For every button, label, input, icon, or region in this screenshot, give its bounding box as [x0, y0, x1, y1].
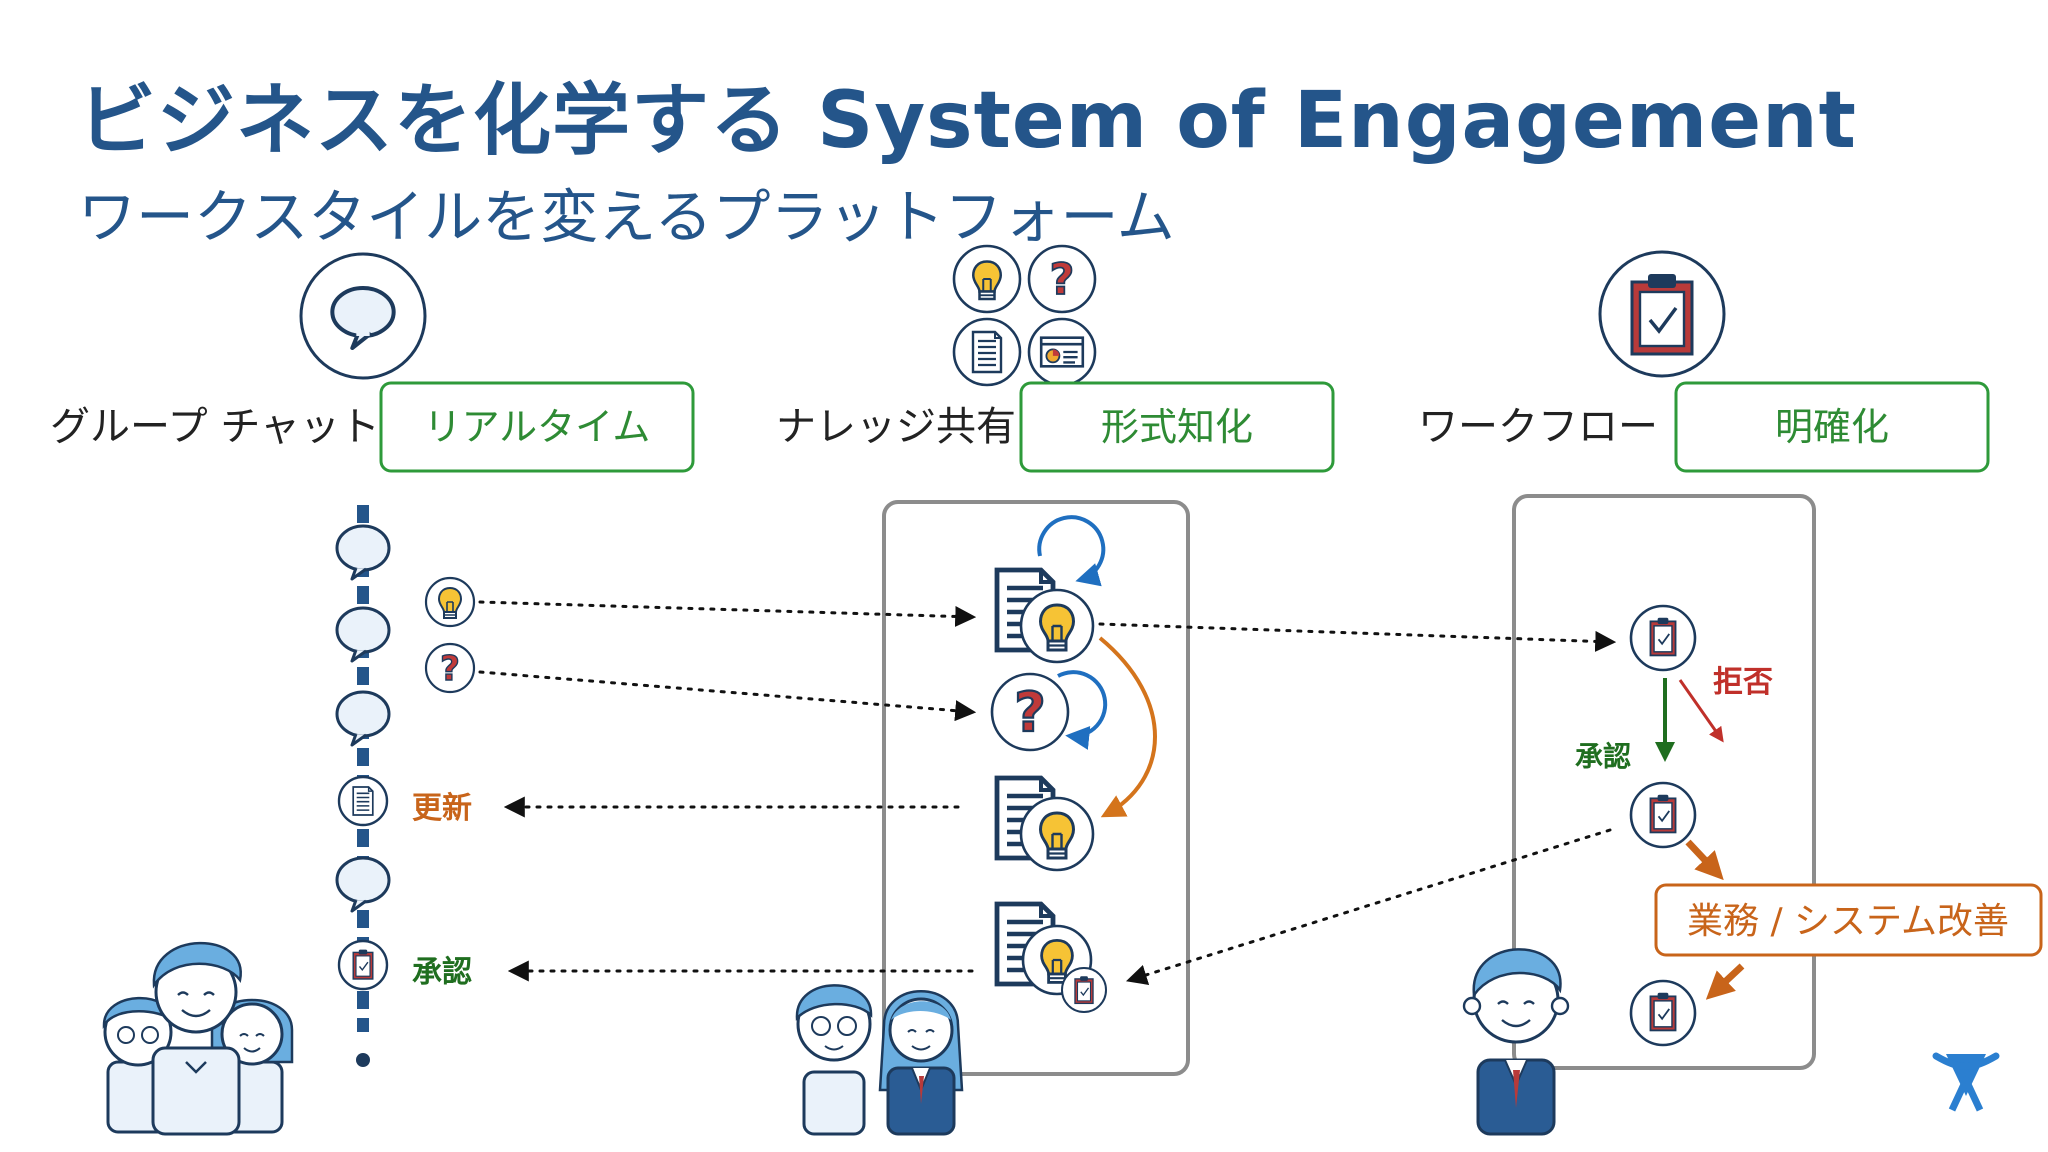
- knowledge-icons: [952, 244, 1097, 387]
- timeline-document-icon: [337, 775, 389, 827]
- timeline-chat-bubble: [335, 690, 391, 747]
- presentation-icon: [1027, 317, 1097, 387]
- knowledge-people-illustration: [795, 984, 964, 1136]
- approve-flow-label: 承認: [1575, 740, 1631, 773]
- badge-clarify: 明確化: [1775, 405, 1889, 449]
- knowledge-question: [990, 672, 1070, 752]
- badge-formalize-box: [1019, 381, 1335, 473]
- knowledge-doc-idea: [997, 570, 1095, 664]
- group-people-illustration: [102, 941, 294, 1136]
- column-label-chat: グループ チャット: [50, 404, 380, 450]
- page-title: ビジネスを化学する System of Engagement: [78, 76, 1857, 166]
- badge-realtime-box: [379, 381, 695, 473]
- knowledge-doc-answer: [997, 778, 1095, 872]
- workflow-clipboard-1: [1629, 604, 1697, 672]
- knowledge-doc-approved: [997, 904, 1107, 1013]
- timeline-clipboard-icon: [337, 939, 389, 991]
- formalize-arrow: [1098, 636, 1157, 818]
- improve-arrow-back: [1705, 963, 1745, 1000]
- badge-formalize: 形式知化: [1101, 405, 1253, 449]
- answer-cycle-arrow: [1057, 670, 1108, 750]
- document-icon: [952, 317, 1022, 387]
- timeline-chat-bubble: [335, 856, 391, 913]
- reject-arrow: [1678, 679, 1724, 743]
- chat-question-icon: [424, 642, 476, 694]
- chat-lightbulb-icon: [424, 576, 476, 628]
- chat-timeline: [335, 505, 391, 1067]
- approve-chat-label: 承認: [412, 955, 472, 990]
- clipboard-check-icon: [1598, 250, 1726, 378]
- question-to-knowledge-flow: [478, 670, 977, 722]
- timeline-chat-bubble: [335, 606, 391, 663]
- workflow-panel: [1512, 494, 1816, 1070]
- workflow-to-knowledge-flow: [1125, 828, 1612, 986]
- badge-realtime: リアルタイム: [424, 405, 651, 449]
- page-subtitle: ワークスタイルを変えるプラットフォーム: [78, 183, 1175, 251]
- improve-arrow-down: [1685, 839, 1724, 881]
- column-label-workflow: ワークフロー: [1418, 404, 1658, 450]
- workflow-clipboard-2: [1629, 781, 1697, 849]
- revise-cycle-arrow: [1037, 515, 1106, 587]
- knowledge-panel: [882, 500, 1190, 1076]
- badge-clarify-box: [1674, 381, 1990, 473]
- workflow-person-illustration: [1462, 948, 1570, 1136]
- idea-to-knowledge-flow: [478, 600, 977, 627]
- knowledge-to-workflow-flow: [1098, 622, 1617, 652]
- atlassian-logo-icon: [1932, 1052, 2000, 1112]
- improvement-box: [1654, 883, 2043, 957]
- workflow-clipboard-3: [1629, 979, 1697, 1047]
- chat-bubble-icon: [299, 252, 427, 380]
- update-label: 更新: [412, 791, 472, 826]
- lightbulb-icon: [952, 244, 1022, 314]
- question-icon: [1027, 244, 1097, 314]
- timeline-chat-bubble: [335, 524, 391, 581]
- column-label-knowledge: ナレッジ共有: [776, 404, 1016, 450]
- reject-label: 拒否: [1713, 665, 1773, 700]
- improvement-label: 業務 / システム改善: [1687, 901, 2009, 942]
